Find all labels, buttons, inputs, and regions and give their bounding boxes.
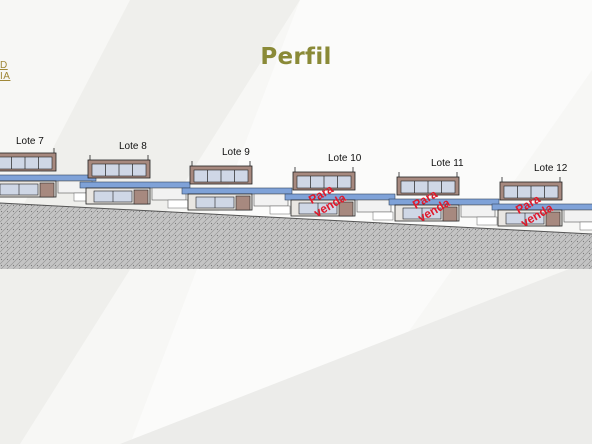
lot-house: [491, 177, 592, 231]
lot-house: [79, 155, 191, 209]
brand-logo: D IA: [0, 60, 10, 82]
lot-label: Lote 9: [222, 147, 250, 158]
lot-label: Lote 8: [119, 141, 147, 152]
lot-label: Lote 11: [431, 158, 464, 169]
lot-house: [388, 172, 500, 226]
lot-label: Lote 12: [534, 163, 568, 174]
lot-house: [284, 167, 396, 221]
logo-line-2: IA: [0, 71, 11, 82]
terrain: [0, 202, 592, 269]
lot-label: Lote 10: [328, 153, 362, 164]
logo-line-1: D: [0, 60, 8, 71]
lot-house: [181, 161, 293, 215]
page-title: Perfil: [260, 44, 332, 70]
lot-label: Lote 7: [16, 136, 44, 147]
lot-house: [0, 148, 97, 202]
